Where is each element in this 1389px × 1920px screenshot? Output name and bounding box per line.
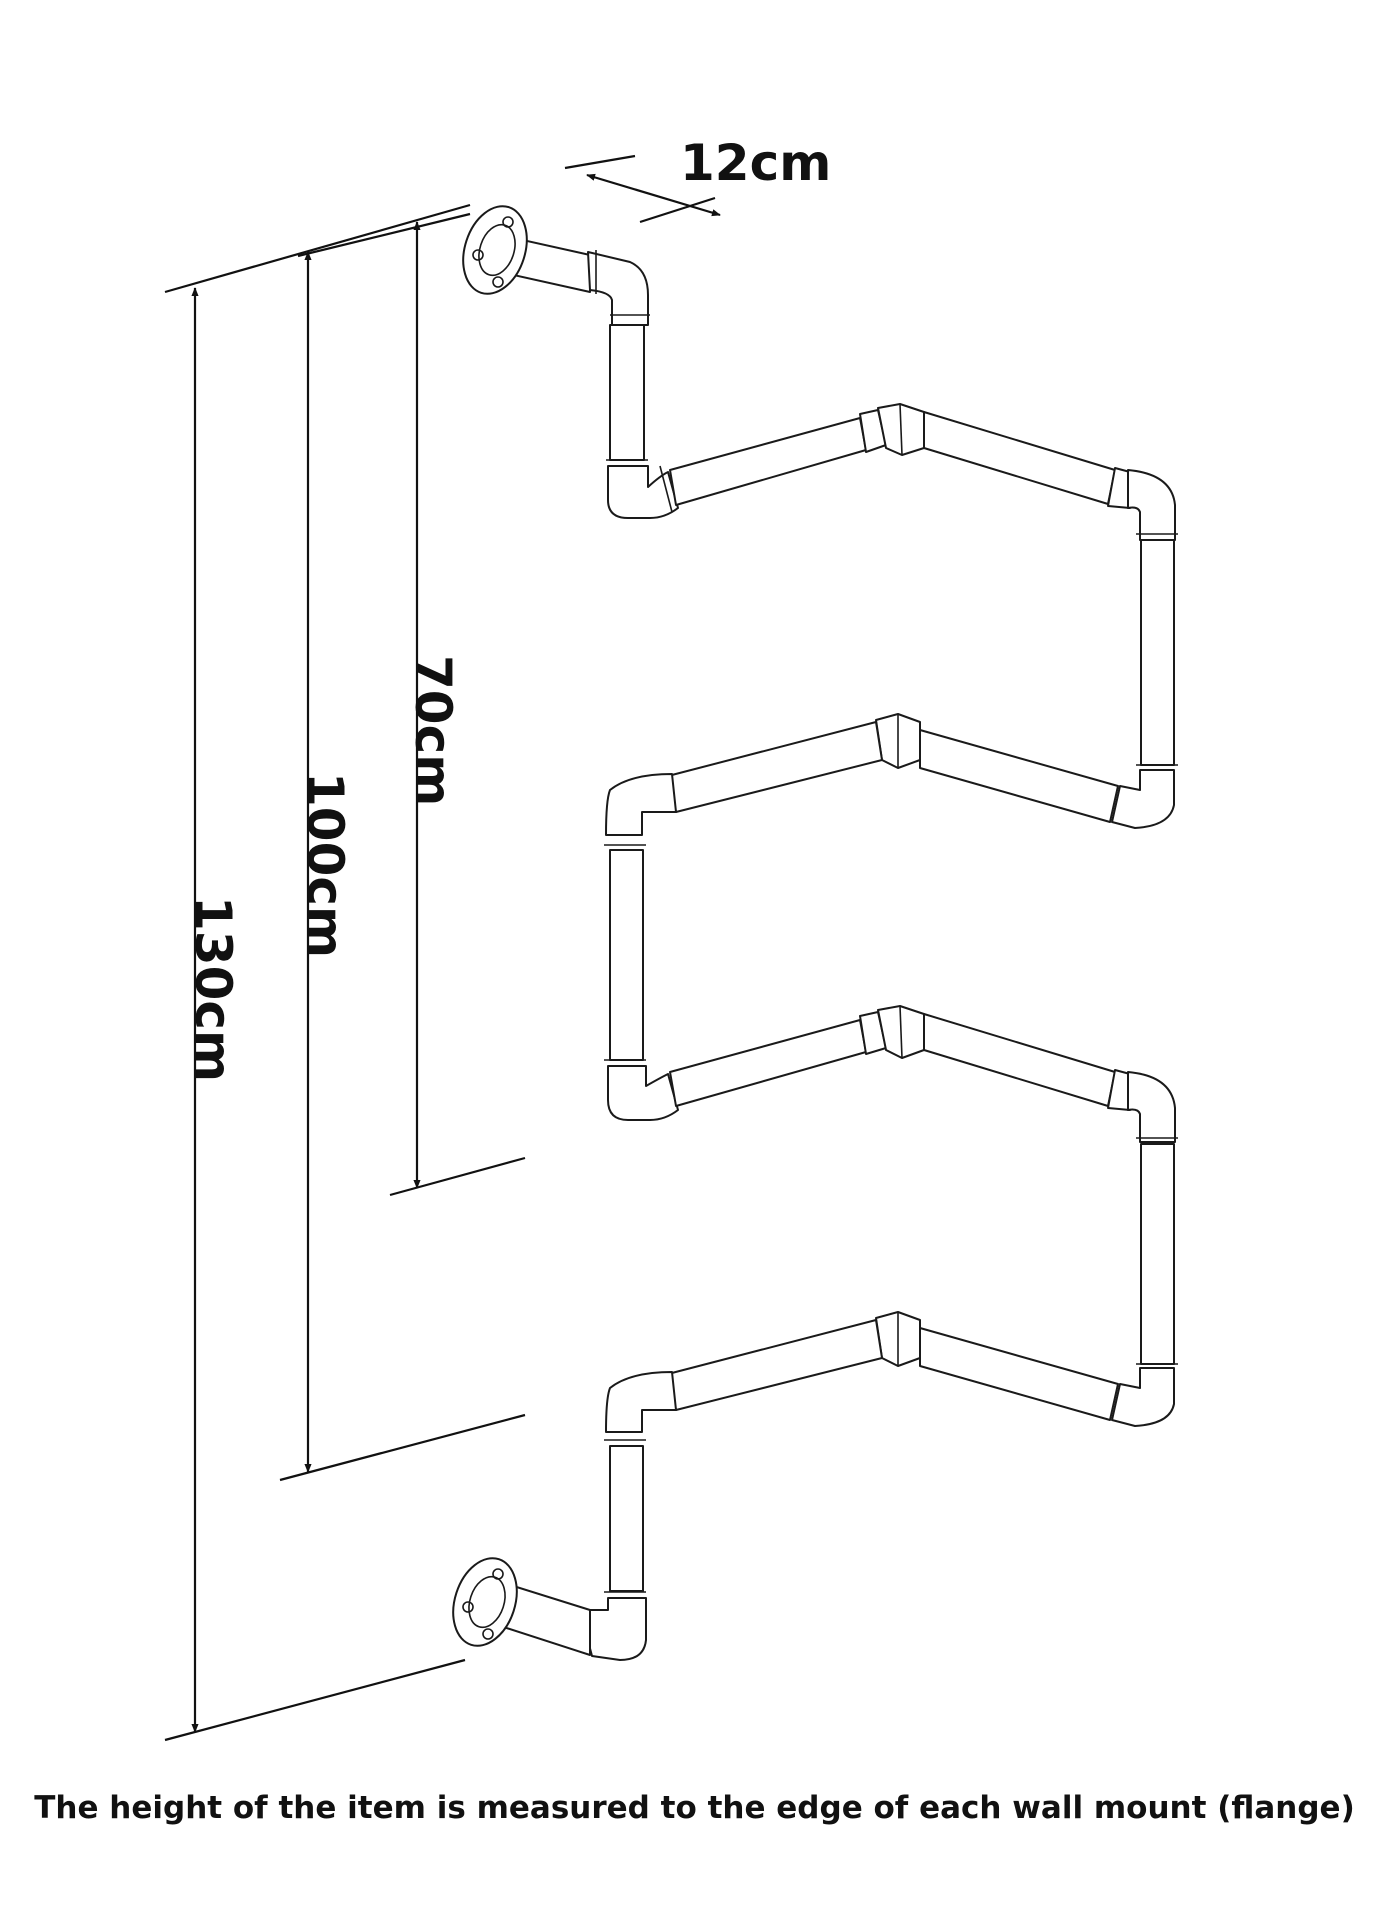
dim-130-label: 130cm [184,896,242,1082]
dim-70-label: 70cm [404,655,462,806]
bottom-wall-flange [452,1557,591,1656]
pipe-structure [452,205,1178,1661]
caption-text: The height of the item is measured to th… [34,1790,1355,1826]
dim-100-label: 100cm [296,772,354,958]
top-wall-flange [462,205,591,295]
dim-depth-label: 12cm [680,134,831,192]
dimension-lines [164,154,721,1742]
